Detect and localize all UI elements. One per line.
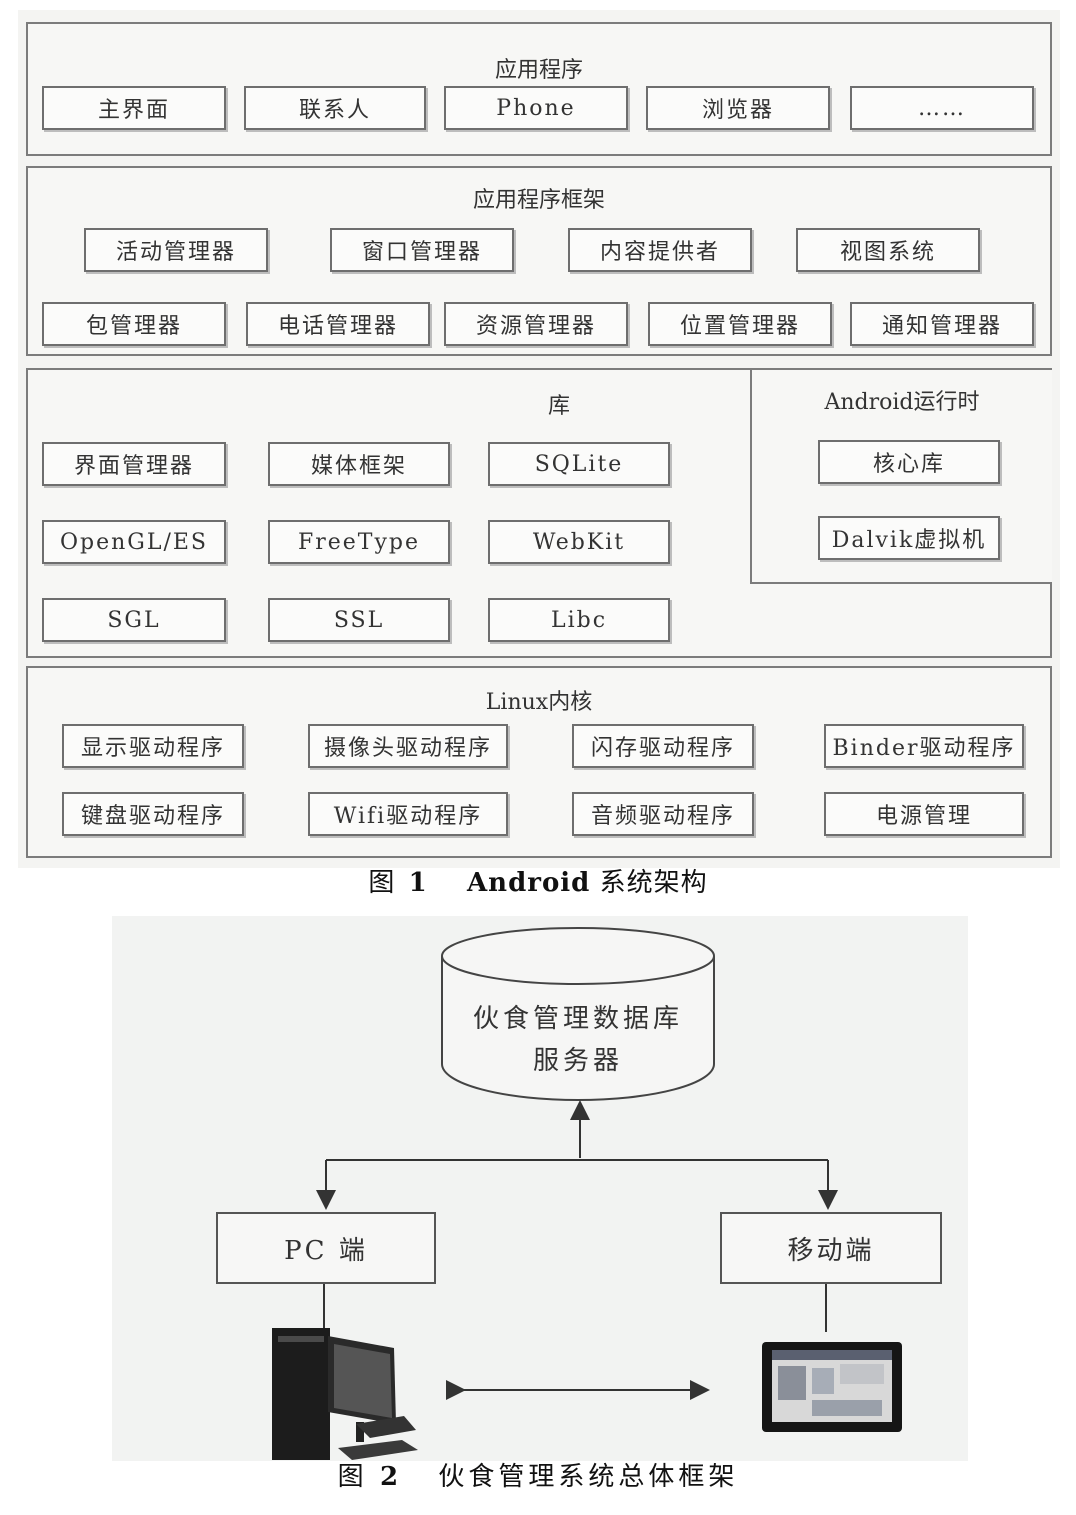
framework-layer: 应用程序框架 活动管理器 窗口管理器 内容提供者 视图系统 包管理器 电话管理器… — [26, 166, 1052, 356]
figure2-caption-number: 2 — [379, 1462, 400, 1492]
figure1-caption-prefix: 图 — [368, 868, 396, 898]
android-architecture-diagram: 应用程序 主界面 联系人 Phone 浏览器 …… 应用程序框架 活动管理器 窗… — [18, 10, 1060, 868]
libc-box: Libc — [488, 598, 670, 642]
notification-manager-box: 通知管理器 — [850, 302, 1034, 346]
binder-driver-box: Binder驱动程序 — [824, 724, 1024, 768]
system-framework-connectors — [272, 927, 902, 1460]
database-label: 伙食管理数据库 服务器 — [442, 998, 714, 1082]
audio-driver-box: 音频驱动程序 — [572, 792, 754, 836]
database-label-line1: 伙食管理数据库 — [472, 1004, 683, 1034]
runtime-panel-title: Android运行时 — [824, 390, 980, 415]
figure1-caption-number: 1 — [408, 868, 428, 898]
figure2-caption-text: 伙食管理系统总体框架 — [438, 1462, 739, 1492]
libraries-layer-title: 库 — [548, 394, 571, 419]
pc-node: PC 端 — [216, 1212, 436, 1284]
keyboard-driver-box: 键盘驱动程序 — [62, 792, 244, 836]
app-browser-box: 浏览器 — [646, 86, 830, 130]
figure1-caption-bold: Android — [467, 868, 591, 898]
figure2-caption: 图 2 伙食管理系统总体框架 — [0, 1456, 1076, 1493]
media-framework-box: 媒体框架 — [268, 442, 450, 486]
display-driver-box: 显示驱动程序 — [62, 724, 244, 768]
core-libraries-box: 核心库 — [818, 440, 1000, 484]
app-contacts-box: 联系人 — [244, 86, 426, 130]
database-cylinder-icon — [441, 927, 715, 1101]
applications-layer: 应用程序 主界面 联系人 Phone 浏览器 …… — [26, 22, 1052, 156]
runtime-panel: Android运行时 核心库 Dalvik虚拟机 — [750, 370, 1052, 584]
flash-driver-box: 闪存驱动程序 — [572, 724, 754, 768]
kernel-layer: Linux内核 显示驱动程序 摄像头驱动程序 闪存驱动程序 Binder驱动程序… — [26, 666, 1052, 858]
figure1-caption-suffix: 系统架构 — [599, 868, 708, 898]
view-system-box: 视图系统 — [796, 228, 980, 272]
package-manager-box: 包管理器 — [42, 302, 226, 346]
system-framework-diagram: 伙食管理数据库 服务器 PC 端 移动端 — [112, 916, 968, 1461]
sgl-box: SGL — [42, 598, 226, 642]
power-management-box: 电源管理 — [824, 792, 1024, 836]
sqlite-box: SQLite — [488, 442, 670, 486]
telephony-manager-box: 电话管理器 — [246, 302, 430, 346]
freetype-box: FreeType — [268, 520, 450, 564]
applications-layer-title: 应用程序 — [494, 58, 583, 83]
app-home-box: 主界面 — [42, 86, 226, 130]
app-phone-box: Phone — [444, 86, 628, 130]
desktop-computer-icon — [272, 1328, 418, 1460]
opengl-box: OpenGL/ES — [42, 520, 226, 564]
activity-manager-box: 活动管理器 — [84, 228, 268, 272]
wifi-driver-box: Wifi驱动程序 — [308, 792, 508, 836]
app-more-box: …… — [850, 86, 1034, 130]
webkit-box: WebKit — [488, 520, 670, 564]
figure1-caption: 图 1 Android 系统架构 — [0, 862, 1076, 899]
kernel-layer-title: Linux内核 — [485, 690, 593, 715]
tablet-icon — [762, 1342, 902, 1432]
surface-manager-box: 界面管理器 — [42, 442, 226, 486]
window-manager-box: 窗口管理器 — [330, 228, 514, 272]
database-label-line2: 服务器 — [532, 1046, 623, 1076]
camera-driver-box: 摄像头驱动程序 — [308, 724, 508, 768]
location-manager-box: 位置管理器 — [648, 302, 832, 346]
dalvik-vm-box: Dalvik虚拟机 — [818, 516, 1000, 560]
framework-layer-title: 应用程序框架 — [472, 188, 605, 213]
mobile-node: 移动端 — [720, 1212, 942, 1284]
resource-manager-box: 资源管理器 — [444, 302, 628, 346]
libraries-layer: 库 界面管理器 媒体框架 SQLite OpenGL/ES FreeType W… — [26, 368, 1052, 658]
ssl-box: SSL — [268, 598, 450, 642]
figure2-caption-prefix: 图 — [337, 1462, 365, 1492]
content-provider-box: 内容提供者 — [568, 228, 752, 272]
